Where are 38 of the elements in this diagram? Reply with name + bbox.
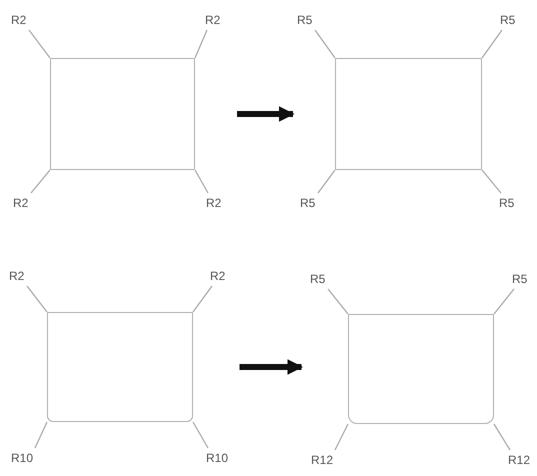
leader-line (26, 286, 48, 312)
leader-line (334, 424, 349, 450)
radius-label: R5 (310, 271, 326, 287)
rectangle-outline (348, 314, 494, 424)
leader-line (328, 288, 348, 314)
leader-line (318, 170, 336, 194)
arrow (237, 106, 295, 122)
leader-line (314, 30, 336, 58)
leader-line (28, 30, 50, 58)
leader-line (194, 30, 208, 58)
leader-line (192, 286, 212, 312)
radius-label: R5 (500, 12, 516, 28)
leader-line (30, 170, 50, 194)
radius-label: R10 (206, 450, 228, 466)
radius-label: R2 (11, 12, 26, 28)
leader-line (482, 170, 502, 194)
rectangle-outline (47, 312, 193, 422)
radius-label: R12 (508, 452, 530, 468)
radius-label: R2 (206, 195, 222, 211)
radius-label: R2 (205, 12, 220, 28)
radius-label: R12 (311, 452, 334, 468)
leader-line (34, 422, 48, 448)
rectangle-outline (335, 58, 482, 170)
leader-line (194, 170, 209, 194)
radius-label: R5 (499, 195, 514, 211)
rectangle-outline (50, 58, 195, 170)
radius-label: R5 (297, 12, 312, 28)
radius-label: R2 (9, 268, 24, 284)
radius-label: R2 (13, 195, 28, 211)
radius-label: R5 (300, 195, 316, 211)
radius-label: R5 (512, 271, 528, 287)
arrow (240, 359, 304, 375)
radius-label: R2 (210, 268, 226, 284)
leader-line (494, 288, 514, 314)
leader-line (493, 424, 511, 450)
leader-line (482, 30, 502, 58)
leader-line (192, 422, 209, 448)
radius-label: R10 (11, 450, 34, 466)
